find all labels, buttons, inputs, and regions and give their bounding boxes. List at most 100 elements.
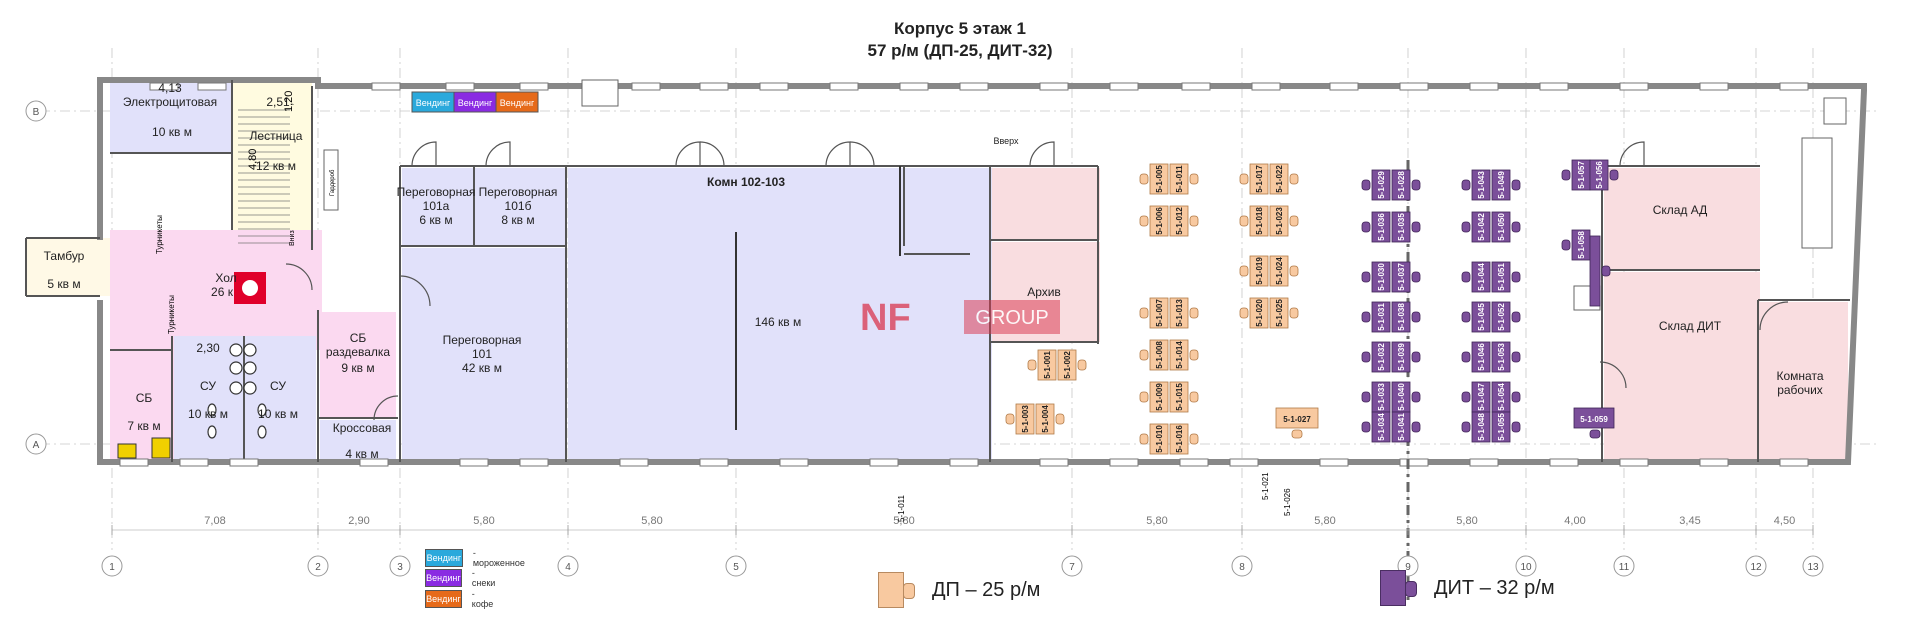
- desk-label: 5-1-053: [1497, 343, 1506, 371]
- desk-5-1-020: 5-1-020: [1239, 297, 1269, 329]
- desk-label: 5-1-054: [1497, 383, 1506, 411]
- workers-room: [1760, 302, 1848, 462]
- desk-label: 5-1-045: [1477, 303, 1486, 331]
- skladdit-name: Склад ДИТ: [1659, 319, 1722, 333]
- vert-label-021: 5-1-021: [1261, 472, 1270, 500]
- su2-name: СУ: [270, 379, 286, 393]
- axis-number: 1: [109, 562, 115, 573]
- workers-name: Комната: [1777, 369, 1824, 383]
- desk-5-1-006: 5-1-006: [1139, 205, 1169, 237]
- title-line-1: Корпус 5 этаж 1: [894, 19, 1026, 38]
- hall-room: [110, 230, 322, 350]
- desk-label: 5-1-005: [1155, 165, 1164, 193]
- desk-5-1-018: 5-1-018: [1239, 205, 1269, 237]
- vending-top-2: Вендинг: [458, 98, 493, 108]
- desk-label: 5-1-009: [1155, 383, 1164, 411]
- plan-title: Корпус 5 этаж 1 57 р/м (ДП-25, ДИТ-32): [868, 18, 1053, 62]
- outer-walls: [97, 77, 1867, 465]
- desk-5-1-042: 5-1-042: [1461, 211, 1491, 243]
- axis-number: 3: [397, 562, 403, 573]
- desk-5-1-047: 5-1-047: [1461, 381, 1491, 413]
- meet101-room: [402, 248, 566, 462]
- meet101-name: Переговорная: [443, 333, 522, 347]
- desk-5-1-041: 5-1-041: [1391, 411, 1421, 443]
- desk-label: 5-1-040: [1397, 383, 1406, 411]
- axis-bubble-4: 4: [557, 555, 579, 577]
- watermark-right: GROUP: [975, 307, 1048, 329]
- desk-5-1-011: 5-1-011: [1169, 163, 1199, 195]
- rotated-labels: Турникеты Турникеты Вниз Гардероб 1,20 4…: [155, 91, 336, 334]
- desk-label: 5-1-057: [1577, 161, 1586, 189]
- skladad-name: Склад АД: [1653, 203, 1708, 217]
- elec-dim: 4,13: [158, 81, 182, 95]
- elec-name: Электрощитовая: [123, 95, 217, 109]
- desk-5-1-040: 5-1-040: [1391, 381, 1421, 413]
- fixtures: [117, 79, 1847, 459]
- meet101a-area: 6 кв м: [419, 213, 452, 227]
- tambur-area: 5 кв м: [47, 277, 80, 291]
- cross-area: 4 кв м: [345, 447, 378, 461]
- desk-5-1-051: 5-1-051: [1491, 261, 1521, 293]
- vert-label-011: 5-1-011: [897, 494, 906, 522]
- desk-5-1-001: 5-1-001: [1027, 349, 1057, 381]
- desk-label: 5-1-008: [1155, 341, 1164, 369]
- skladad-room: [1604, 168, 1760, 270]
- axis-bubble-5: 5: [725, 555, 747, 577]
- legend-dit-swatch: [1380, 570, 1417, 606]
- desk-label: 5-1-017: [1255, 165, 1264, 193]
- desk-label: 5-1-007: [1155, 299, 1164, 327]
- meet101b-area: 8 кв м: [501, 213, 534, 227]
- skladdit-room: [1604, 272, 1760, 462]
- desk-5-1-043: 5-1-043: [1461, 169, 1491, 201]
- legend-dp-chair: [903, 583, 915, 599]
- desk-label: 5-1-041: [1397, 413, 1406, 441]
- desk-5-1-035: 5-1-035: [1391, 211, 1421, 243]
- cross-name: Кроссовая: [333, 421, 392, 435]
- desk-5-1-003: 5-1-003: [1005, 403, 1035, 435]
- desk-label: 5-1-030: [1377, 263, 1386, 291]
- axis-number: 2: [315, 562, 321, 573]
- room-fills: [26, 83, 1848, 462]
- desk-5-1-050: 5-1-050: [1491, 211, 1521, 243]
- desk-label: 5-1-025: [1275, 299, 1284, 327]
- meet101a-name: Переговорная: [397, 185, 476, 199]
- desk-label: 5-1-043: [1477, 171, 1486, 199]
- desk-5-1-019: 5-1-019: [1239, 255, 1269, 287]
- desk-5-1-028: 5-1-028: [1391, 169, 1421, 201]
- legend-dp-swatch: [878, 572, 915, 608]
- desk-5-1-059: 5-1-059: [1573, 407, 1615, 439]
- stair-room: [232, 83, 312, 253]
- room-labels: Электрощитовая 4,13 10 кв м 2,51 Лестниц…: [44, 81, 1824, 461]
- desk-5-1-016: 5-1-016: [1169, 423, 1199, 455]
- exit-sign: [234, 272, 266, 304]
- sb-name: СБ: [136, 391, 153, 405]
- desk-label: 5-1-052: [1497, 303, 1506, 331]
- desk-label: 5-1-016: [1175, 425, 1184, 453]
- legend-dp: ДП – 25 р/м: [878, 572, 1040, 608]
- desk-label: 5-1-038: [1397, 303, 1406, 331]
- desk-5-1-004: 5-1-004: [1035, 403, 1065, 435]
- legend-vend-note-1: - мороженное: [472, 548, 525, 568]
- axis-bubble-8: 8: [1231, 555, 1253, 577]
- axis-number: 9: [1405, 562, 1411, 573]
- axis-number: 11: [1619, 562, 1630, 573]
- title-line-2: 57 р/м (ДП-25, ДИТ-32): [867, 41, 1053, 60]
- desk-label: 5-1-024: [1275, 257, 1284, 285]
- desk-label: 5-1-002: [1063, 351, 1072, 379]
- glass-partition: [735, 166, 901, 430]
- desk-label: 5-1-006: [1155, 207, 1164, 235]
- dimension-label: 4,50: [1774, 515, 1795, 527]
- legend-dit: ДИТ – 32 р/м: [1380, 570, 1555, 606]
- desk-5-1-044: 5-1-044: [1461, 261, 1491, 293]
- axis-bubble-А: А: [25, 433, 47, 455]
- desk-5-1-017: 5-1-017: [1239, 163, 1269, 195]
- meet-small-rooms: [402, 168, 566, 246]
- desk-label: 5-1-033: [1377, 383, 1386, 411]
- desk-5-1-032: 5-1-032: [1361, 341, 1391, 373]
- komn-area: 146 кв м: [755, 315, 802, 329]
- axis-bubble-В: В: [25, 100, 47, 122]
- desk-label: 5-1-031: [1377, 303, 1386, 331]
- desk-label: 5-1-028: [1397, 171, 1406, 199]
